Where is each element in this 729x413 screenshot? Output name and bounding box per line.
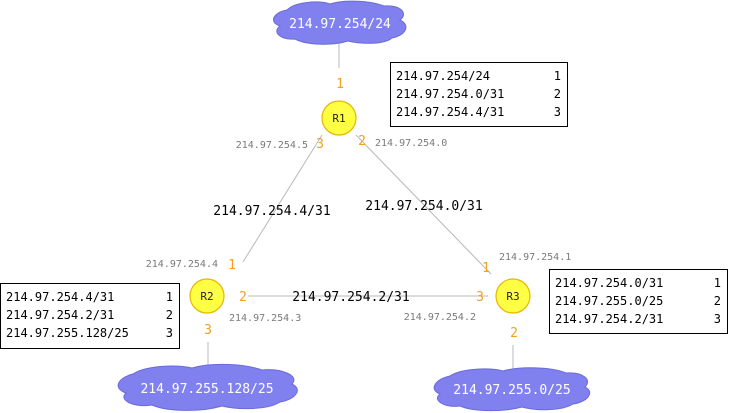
ip-r2-port2: 214.97.254.3 — [229, 313, 301, 324]
routing-table-r2: 214.97.254.4/31 1 214.97.254.2/31 2 214.… — [0, 283, 180, 349]
route-port: 1 — [165, 290, 173, 304]
ip-r1-port3: 214.97.254.5 — [236, 140, 308, 151]
route-prefix: 214.97.254/24 — [396, 69, 490, 83]
router-r1-label: R1 — [332, 112, 345, 125]
route-prefix: 214.97.254.4/31 — [396, 105, 505, 119]
router-r3[interactable]: R3 — [495, 278, 531, 314]
route-port: 2 — [713, 294, 721, 308]
route-port: 2 — [553, 87, 561, 101]
router-r2[interactable]: R2 — [189, 278, 225, 314]
router-r2-label: R2 — [200, 290, 213, 303]
route-port: 1 — [553, 69, 561, 83]
link-r1-r2-label: 214.97.254.4/31 — [213, 204, 330, 219]
route-prefix: 214.97.254.2/31 — [555, 312, 664, 326]
port-r1-left: 3 — [316, 137, 324, 152]
route-prefix: 214.97.254.0/31 — [555, 276, 664, 290]
routing-table-row: 214.97.254.2/31 3 — [555, 310, 721, 328]
router-r3-label: R3 — [506, 290, 519, 303]
cloud-bottom-left-label: 214.97.255.128/25 — [140, 382, 273, 397]
route-prefix: 214.97.254.2/31 — [6, 308, 115, 322]
link-r2-r3-label: 214.97.254.2/31 — [292, 290, 409, 305]
ip-r3-port1: 214.97.254.1 — [499, 252, 571, 263]
cloud-top: 214.97.254/24 — [273, 0, 407, 45]
route-prefix: 214.97.254.4/31 — [6, 290, 115, 304]
route-port: 3 — [713, 312, 721, 326]
link-r1-r3-label: 214.97.254.0/31 — [365, 199, 482, 214]
route-port: 2 — [165, 308, 173, 322]
ip-r2-port1: 214.97.254.4 — [146, 259, 218, 270]
route-port: 3 — [553, 105, 561, 119]
port-r1-top: 1 — [336, 77, 344, 92]
link-r1-r3 — [355, 134, 492, 275]
cloud-bottom-left: 214.97.255.128/25 — [117, 363, 298, 411]
link-r1-r2 — [242, 134, 323, 263]
port-r2-right: 2 — [239, 290, 247, 305]
routing-table-row: 214.97.254.4/31 3 — [396, 103, 561, 121]
port-r1-right: 2 — [358, 134, 366, 149]
ip-r1-port2: 214.97.254.0 — [375, 138, 447, 149]
cloud-bottom-right: 214.97.255.0/25 — [433, 367, 591, 412]
route-prefix: 214.97.255.0/25 — [555, 294, 664, 308]
routing-table-r3: 214.97.254.0/31 1 214.97.255.0/25 2 214.… — [549, 269, 728, 334]
cloud-bottom-right-label: 214.97.255.0/25 — [453, 383, 570, 398]
routing-table-row: 214.97.254/24 1 — [396, 67, 561, 85]
route-prefix: 214.97.254.0/31 — [396, 87, 505, 101]
routing-table-row: 214.97.255.128/25 3 — [6, 324, 173, 342]
router-r1[interactable]: R1 — [321, 100, 357, 136]
route-port: 3 — [165, 326, 173, 340]
port-r2-top: 1 — [228, 258, 236, 273]
routing-table-row: 214.97.255.0/25 2 — [555, 292, 721, 310]
port-r3-top: 1 — [482, 261, 490, 276]
routing-table-row: 214.97.254.4/31 1 — [6, 288, 173, 306]
route-prefix: 214.97.255.128/25 — [6, 326, 129, 340]
port-r3-left: 3 — [476, 290, 484, 305]
port-r2-bottom: 3 — [204, 323, 212, 338]
route-port: 1 — [713, 276, 721, 290]
port-r3-bottom: 2 — [510, 326, 518, 341]
routing-table-row: 214.97.254.0/31 2 — [396, 85, 561, 103]
cloud-top-label: 214.97.254/24 — [289, 17, 391, 32]
ip-r3-port3: 214.97.254.2 — [404, 312, 476, 323]
routing-table-row: 214.97.254.0/31 1 — [555, 274, 721, 292]
routing-table-row: 214.97.254.2/31 2 — [6, 306, 173, 324]
routing-table-r1: 214.97.254/24 1 214.97.254.0/31 2 214.97… — [390, 62, 568, 127]
